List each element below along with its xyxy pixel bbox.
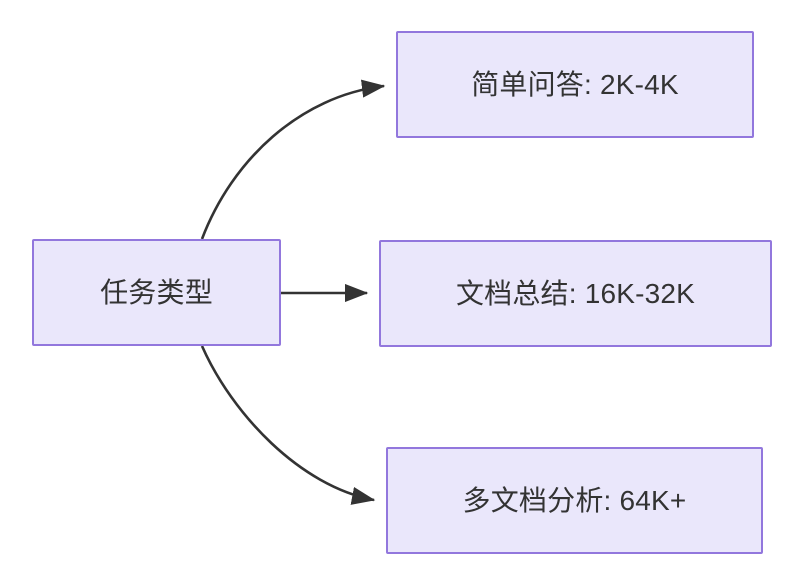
node-doc-summary[interactable]: 文档总结: 16K-32K	[379, 240, 772, 347]
node-task-type-label: 任务类型	[100, 277, 213, 308]
node-simple-qa-label: 简单问答: 2K-4K	[471, 69, 679, 100]
node-simple-qa[interactable]: 简单问答: 2K-4K	[396, 31, 754, 138]
node-multi-doc[interactable]: 多文档分析: 64K+	[386, 447, 763, 554]
edge-root-to-multi-doc	[200, 345, 376, 505]
node-multi-doc-label: 多文档分析: 64K+	[462, 485, 687, 516]
node-task-type[interactable]: 任务类型	[32, 239, 281, 346]
edge-root-to-simple-qa	[200, 79, 386, 240]
node-doc-summary-label: 文档总结: 16K-32K	[455, 278, 696, 309]
